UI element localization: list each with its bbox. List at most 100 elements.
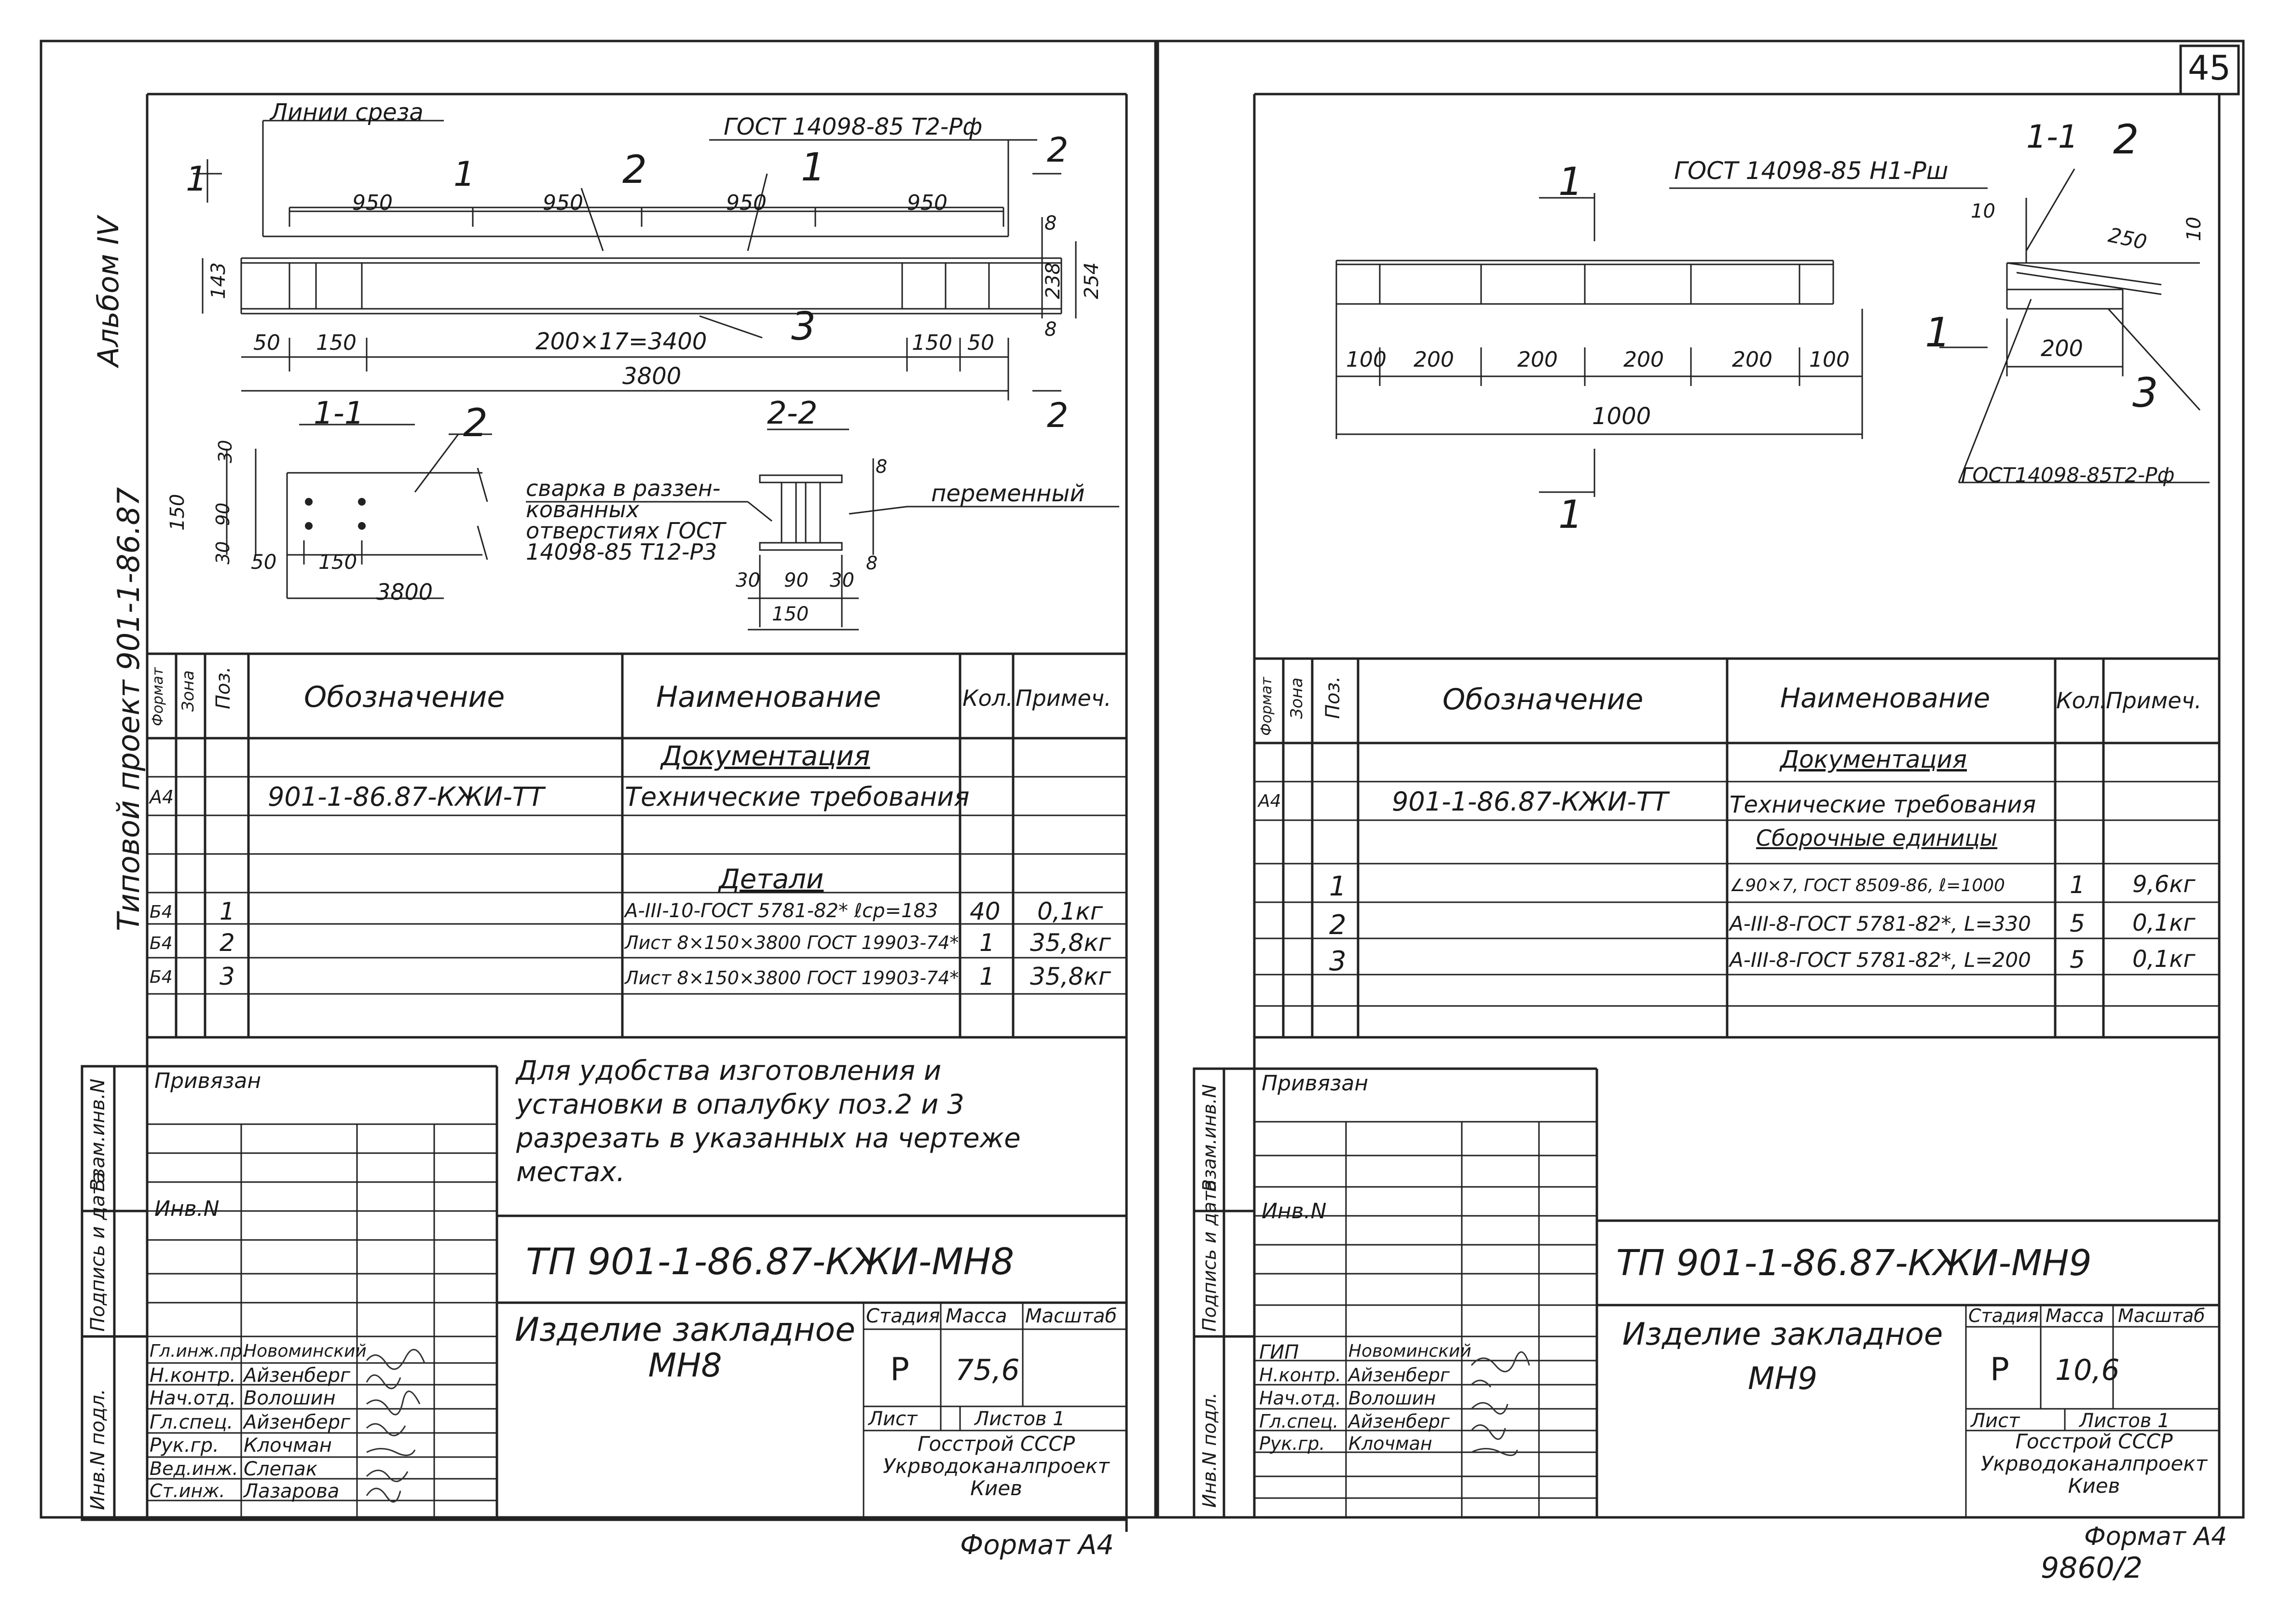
right-dim-4: 200 xyxy=(1732,347,1772,372)
left-sig-role-1: Н.контр. xyxy=(150,1364,236,1387)
left-dim-950-a: 950 xyxy=(352,191,393,215)
right-s-pos-2: 2 xyxy=(2113,116,2139,163)
right-side-label-2: Инв.N подл. xyxy=(1199,1392,1220,1508)
left-item-title-text: Изделие закладное МН8 xyxy=(515,1311,855,1385)
left-dim-238: 238 xyxy=(1042,262,1064,299)
right-s-10b: 10 xyxy=(2183,217,2205,241)
right-section-label-bot: 1 xyxy=(1558,492,1583,537)
left-sig-name-4: Клочман xyxy=(244,1434,332,1457)
left-section-docs: Документация xyxy=(661,741,870,772)
left-row2-name: А-III-10-ГОСТ 5781-82* ℓср=183 xyxy=(625,900,938,922)
left-section-arrow-1b: 1 xyxy=(453,154,475,194)
left-sig-name-2: Волошин xyxy=(244,1387,336,1409)
left-section-details: Детали xyxy=(719,864,824,895)
left-row3-pos: 2 xyxy=(220,929,235,957)
left-org: Госстрой СССР Укрводоканалпроект Киев xyxy=(866,1433,1126,1500)
left-sig-role-2: Нач.отд. xyxy=(150,1387,236,1409)
left-sig-role-6: Ст.инж. xyxy=(150,1480,225,1501)
right-gost-bottom: ГОСТ14098-85Т2-Рф xyxy=(1961,463,2175,487)
right-section-label-top: 1 xyxy=(1558,159,1583,204)
left-s22-150: 150 xyxy=(772,603,809,625)
left-org-text: Госстрой СССР Укрводоканалпроект Киев xyxy=(883,1432,1110,1500)
left-row2-pos: 1 xyxy=(220,897,235,925)
left-row3-format: Б4 xyxy=(150,934,173,953)
right-sig-name-1: Айзенберг xyxy=(1348,1364,1450,1386)
right-item-title: Изделие закладное МН9 xyxy=(1607,1312,1959,1401)
left-pos-1: 1 xyxy=(801,145,825,190)
left-s22-30-l: 30 xyxy=(736,569,760,592)
right-org: Госстрой СССР Укрводоканалпроект Киев xyxy=(1967,1431,2221,1497)
left-mass: 75,6 xyxy=(955,1353,1020,1387)
left-row2-format: Б4 xyxy=(150,902,173,922)
left-gost-top: ГОСТ 14098-85 Т2-Рф xyxy=(724,113,983,140)
right-sig-name-4: Клочман xyxy=(1348,1433,1432,1454)
right-sheets-label: Листов 1 xyxy=(2079,1410,2170,1432)
left-inv-n: Инв.N xyxy=(154,1197,220,1221)
right-sig-role-3: Гл.спец. xyxy=(1259,1411,1339,1432)
right-dim-5: 100 xyxy=(1809,347,1850,372)
right-hdr-format: Формат xyxy=(1258,677,1275,736)
cut-lines-label: Линии среза xyxy=(270,99,424,126)
left-hdr-zone: Зона xyxy=(179,670,198,712)
right-row1-designation: 901-1-86.87-КЖИ-ТТ xyxy=(1392,786,1668,817)
right-s-pos-3: 3 xyxy=(2132,369,2158,416)
left-sig-name-0: Новоминский xyxy=(244,1341,367,1361)
left-sig-name-5: Слепак xyxy=(244,1458,317,1480)
left-title-code: ТП 901-1-86.87-КЖИ-МН8 xyxy=(526,1240,1015,1283)
left-row2-qty: 40 xyxy=(970,897,1001,925)
left-cut-note: Для удобства изготовления и установки в … xyxy=(516,1054,1095,1189)
left-row1-designation: 901-1-86.87-КЖИ-ТТ xyxy=(268,782,544,812)
left-dim-143: 143 xyxy=(207,262,230,299)
right-row5-pos: 3 xyxy=(1329,946,1346,977)
left-row4-qty: 1 xyxy=(979,963,995,991)
left-dim-8-top: 8 xyxy=(1044,212,1057,234)
left-row4-note: 35,8кг xyxy=(1030,963,1111,991)
right-hdr-designation: Обозначение xyxy=(1442,683,1644,716)
right-row1-format: А4 xyxy=(1258,791,1281,811)
right-side-label-0: Взам.инв.N xyxy=(1199,1084,1220,1192)
right-row5-note: 0,1кг xyxy=(2132,946,2196,973)
left-sig-role-5: Вед.инж. xyxy=(150,1458,238,1479)
right-format: Формат А4 xyxy=(2084,1522,2227,1551)
right-hdr-name: Наименование xyxy=(1780,683,1991,714)
right-dim-1000: 1000 xyxy=(1592,403,1651,430)
right-sig-role-1: Н.контр. xyxy=(1259,1364,1342,1386)
left-hdr-designation: Обозначение xyxy=(304,680,505,714)
right-sig-role-2: Нач.отд. xyxy=(1259,1388,1342,1409)
left-sig-name-1: Айзенберг xyxy=(244,1364,351,1387)
left-s22-8-bot: 8 xyxy=(866,552,878,574)
left-sig-role-4: Рук.гр. xyxy=(150,1434,219,1457)
right-hdr-zone: Зона xyxy=(1287,677,1306,719)
right-s-200: 200 xyxy=(2041,335,2083,361)
left-cut-note-text: Для удобства изготовления и установки в … xyxy=(516,1055,1021,1188)
right-privyazan: Привязан xyxy=(1262,1071,1369,1096)
right-mass-label: Масса xyxy=(2046,1305,2104,1326)
right-row5-name: А-III-8-ГОСТ 5781-82*, L=200 xyxy=(1730,948,2031,972)
left-dim-span: 200×17=3400 xyxy=(536,328,707,355)
right-stage: Р xyxy=(1990,1351,2009,1388)
right-org-text: Госстрой СССР Укрводоканалпроект Киев xyxy=(1980,1430,2208,1498)
right-row1-name: Технические требования xyxy=(1730,791,2036,818)
left-row4-pos: 3 xyxy=(220,963,235,991)
right-dim-3: 200 xyxy=(1623,347,1664,372)
right-mass: 10,6 xyxy=(2055,1353,2120,1387)
left-dim-950-c: 950 xyxy=(726,191,767,215)
left-row1-name: Технические требования xyxy=(625,782,970,812)
right-hdr-pos: Поз. xyxy=(1322,676,1344,719)
right-row3-note: 9,6кг xyxy=(2132,871,2196,898)
left-section-arrow-1: 1 xyxy=(186,159,207,199)
left-dim-254: 254 xyxy=(1081,262,1103,299)
left-s22-variable: переменный xyxy=(931,480,1085,507)
left-sig-name-3: Айзенберг xyxy=(244,1411,351,1433)
right-row4-qty: 5 xyxy=(2070,909,2085,937)
left-hdr-format: Формат xyxy=(150,667,166,726)
right-scale-label: Масштаб xyxy=(2118,1305,2205,1326)
left-sig-name-6: Лазарова xyxy=(244,1480,340,1502)
right-row4-note: 0,1кг xyxy=(2132,909,2196,936)
left-s11-3800: 3800 xyxy=(376,579,433,605)
right-row3-pos: 1 xyxy=(1329,871,1346,902)
right-s-10: 10 xyxy=(1971,200,1995,222)
left-side-label-2: Инв.N подл. xyxy=(87,1389,109,1510)
left-sig-role-3: Гл.спец. xyxy=(150,1411,233,1433)
